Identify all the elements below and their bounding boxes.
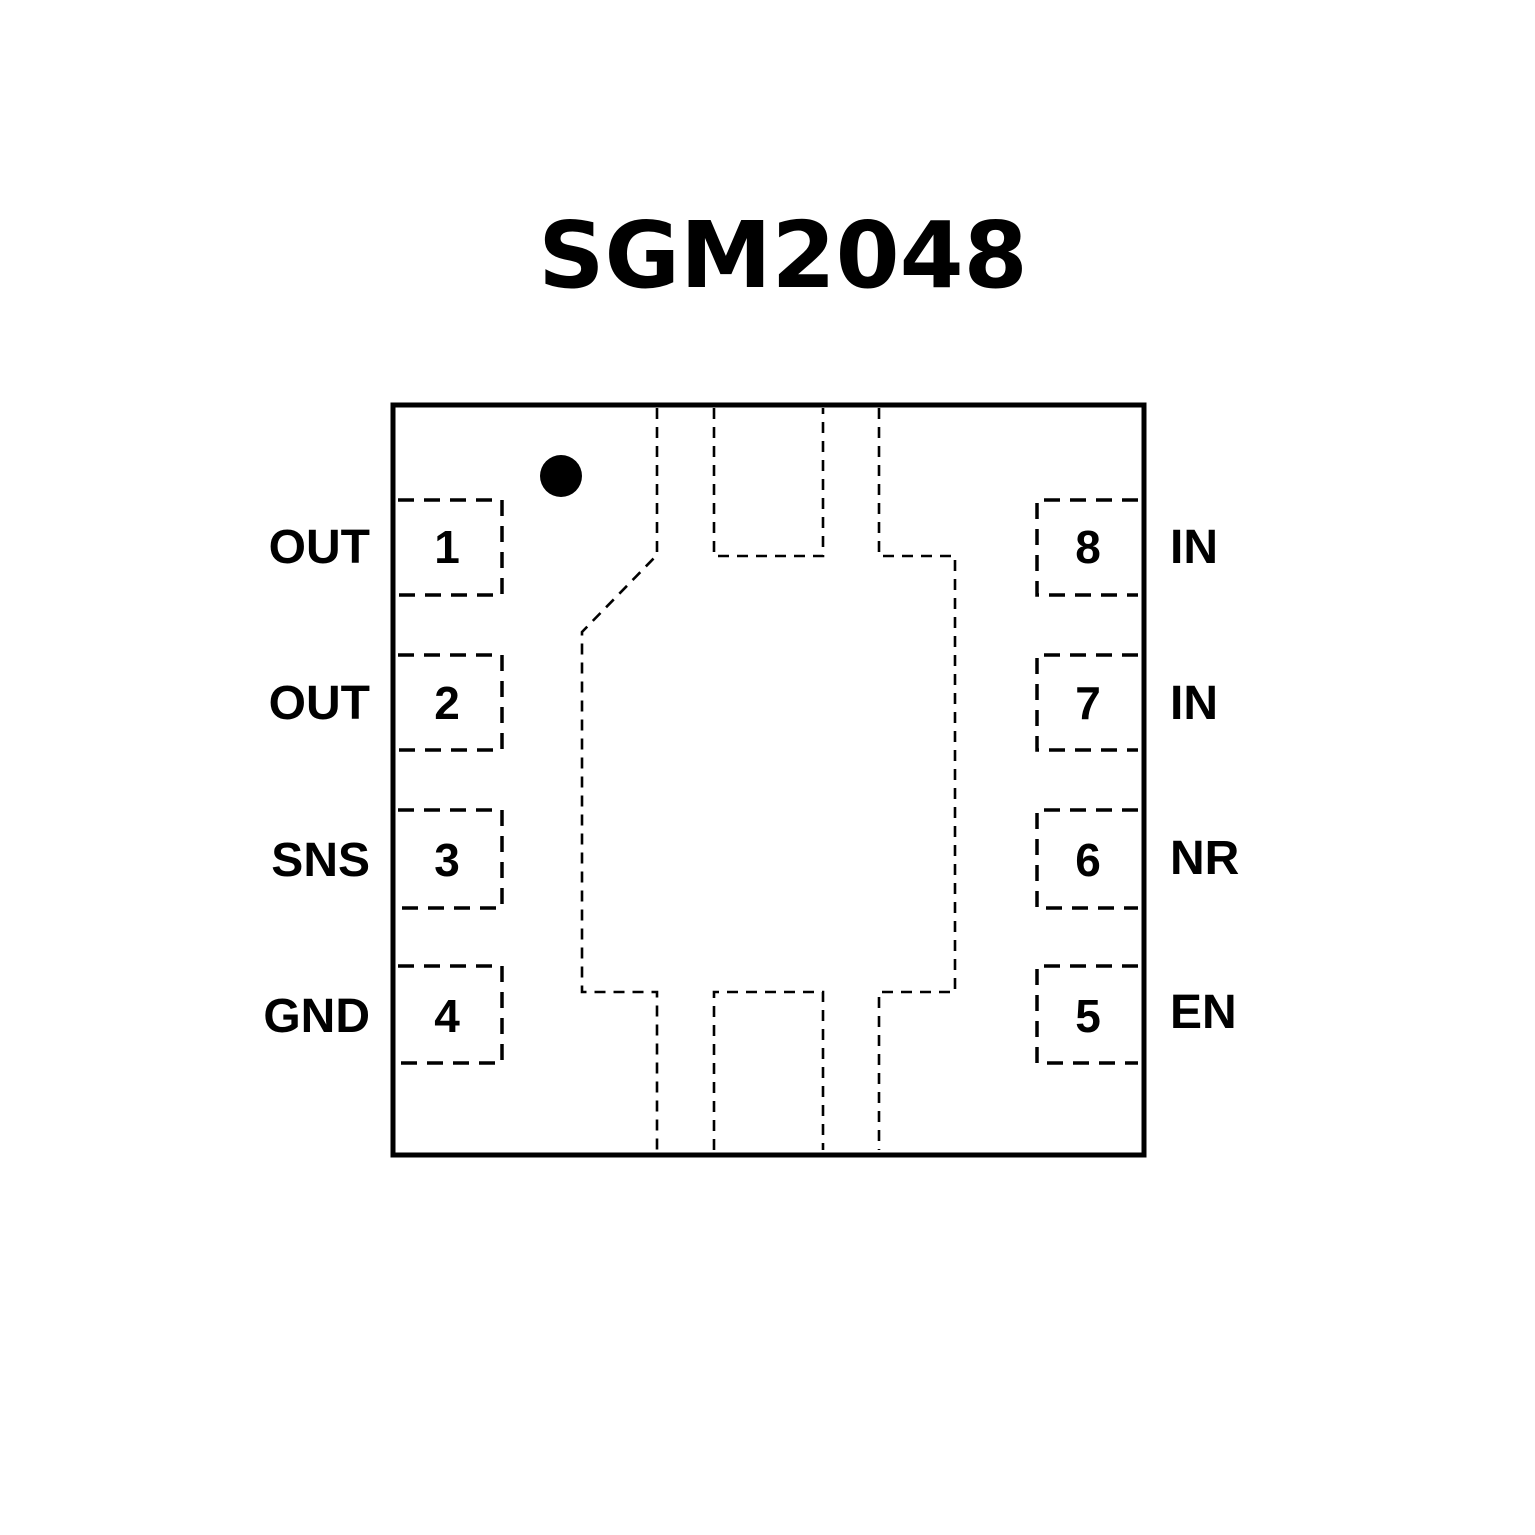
pin-name: IN: [1170, 677, 1218, 730]
pin-name: SNS: [271, 834, 370, 887]
right-pin-5: 5 EN: [1035, 964, 1237, 1065]
pin1-indicator-dot: [540, 455, 582, 497]
pin-number: 2: [434, 677, 460, 729]
right-pin-7: 7 IN: [1035, 653, 1218, 752]
right-pin-8: 8 IN: [1035, 498, 1218, 597]
pin-number: 8: [1075, 521, 1101, 573]
chip-title: SGM2048: [538, 202, 1027, 309]
pin-name: EN: [1170, 986, 1237, 1039]
pin-name: OUT: [269, 521, 370, 574]
exposed-pad: [580, 408, 957, 1150]
left-pin-1: 1 OUT: [269, 498, 504, 597]
pin-number: 3: [434, 834, 460, 886]
left-pin-2: 2 OUT: [269, 653, 504, 752]
left-pin-4: 4 GND: [263, 964, 504, 1065]
pin-name: OUT: [269, 677, 370, 730]
pin-name: IN: [1170, 521, 1218, 574]
pin-name: NR: [1170, 832, 1239, 885]
pin-number: 6: [1075, 834, 1101, 886]
left-pin-3: 3 SNS: [271, 808, 504, 910]
right-pin-6: 6 NR: [1035, 808, 1239, 910]
pin-number: 4: [434, 990, 460, 1042]
pin-number: 5: [1075, 990, 1101, 1042]
pin-number: 1: [434, 521, 460, 573]
package-outline: [390, 402, 1147, 1158]
pin-name: GND: [263, 990, 370, 1043]
pin-number: 7: [1075, 677, 1101, 729]
